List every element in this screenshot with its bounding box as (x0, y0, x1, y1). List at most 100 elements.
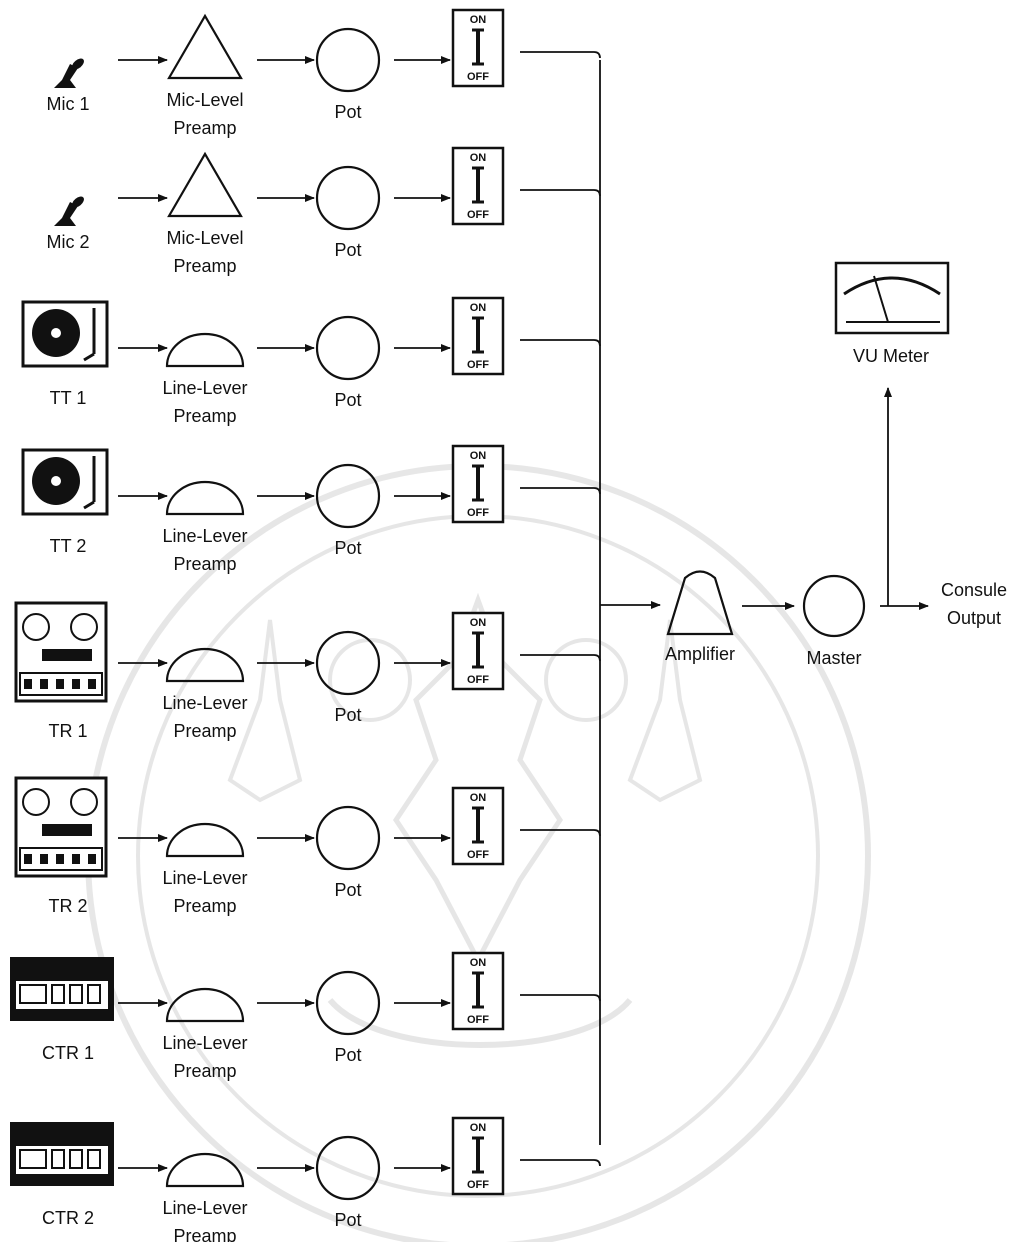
output-label-line-2: Output (947, 608, 1001, 628)
turntable-icon (21, 300, 109, 368)
source-label: TT 2 (50, 536, 87, 556)
master-pot: Master (802, 574, 866, 668)
mic-preamp-symbol (167, 151, 243, 218)
switch-on-label: ON (470, 14, 487, 26)
pot-symbol (315, 165, 381, 231)
vu-meter: VU Meter (834, 261, 950, 366)
amplifier-symbol (666, 570, 734, 636)
preamp-label-line-2: Preamp (173, 118, 236, 138)
source-label: CTR 2 (42, 1208, 94, 1228)
turntable-icon (21, 448, 109, 516)
summing-bus (599, 60, 661, 1145)
on-off-switch: ON OFF (451, 8, 505, 88)
amplifier-label: Amplifier (665, 644, 735, 664)
switch-on-label: ON (470, 1122, 487, 1134)
pot-label: Pot (334, 102, 361, 122)
on-off-switch: ON OFF (451, 951, 505, 1031)
on-off-switch: ON OFF (451, 444, 505, 524)
cassette-recorder-icon (10, 957, 114, 1021)
preamp-label-line-1: Line-Lever (162, 868, 247, 888)
preamp-label-line-1: Mic-Level (166, 228, 243, 248)
pot-symbol (315, 463, 381, 529)
preamp-label-line-2: Preamp (173, 554, 236, 574)
switch-off-label: OFF (467, 1179, 489, 1191)
pot-label: Pot (334, 705, 361, 725)
switch-to-bus-line (520, 487, 601, 495)
switch-off-label: OFF (467, 71, 489, 83)
switch-off-label: OFF (467, 507, 489, 519)
switch-to-bus-line (520, 994, 601, 1002)
switch-to-bus-line (520, 1159, 601, 1167)
vu-meter-needle (873, 275, 889, 323)
preamp-label-line-2: Preamp (173, 1061, 236, 1081)
preamp-label-line-2: Preamp (173, 721, 236, 741)
switch-on-label: ON (470, 152, 487, 164)
switch-off-label: OFF (467, 359, 489, 371)
line-preamp-symbol (165, 822, 245, 858)
pot-symbol (315, 970, 381, 1036)
preamp-label-line-2: Preamp (173, 1226, 236, 1242)
pot-symbol (315, 630, 381, 696)
master-label: Master (806, 648, 861, 668)
pot-label: Pot (334, 240, 361, 260)
vu-meter-scale (843, 276, 941, 296)
switch-off-label: OFF (467, 209, 489, 221)
line-preamp-symbol (165, 1152, 245, 1188)
source-label: TT 1 (50, 388, 87, 408)
switch-off-label: OFF (467, 849, 489, 861)
master-pot-symbol (802, 574, 866, 638)
switch-on-label: ON (470, 792, 487, 804)
preamp-label-line-1: Line-Lever (162, 1198, 247, 1218)
source-label: Mic 1 (46, 94, 89, 114)
source-label: CTR 1 (42, 1043, 94, 1063)
on-off-switch: ON OFF (451, 146, 505, 226)
pot-symbol (315, 27, 381, 93)
on-off-switch: ON OFF (451, 786, 505, 866)
pot-symbol (315, 315, 381, 381)
pot-label: Pot (334, 390, 361, 410)
preamp-label-line-1: Line-Lever (162, 378, 247, 398)
tape-recorder-icon (14, 601, 108, 703)
vu-meter-label: VU Meter (853, 346, 929, 366)
pot-label: Pot (334, 880, 361, 900)
pot-symbol (315, 1135, 381, 1201)
console-output: Consule Output (941, 580, 1007, 628)
pot-symbol (315, 805, 381, 871)
line-preamp-symbol (165, 332, 245, 368)
cassette-recorder-icon (10, 1122, 114, 1186)
preamp-label-line-1: Line-Lever (162, 693, 247, 713)
switch-to-bus-line (520, 51, 601, 59)
amplifier: Amplifier (665, 570, 735, 664)
switch-off-label: OFF (467, 674, 489, 686)
preamp-label-line-1: Line-Lever (162, 526, 247, 546)
source-label: TR 1 (48, 721, 87, 741)
switch-on-label: ON (470, 617, 487, 629)
preamp-label-line-2: Preamp (173, 406, 236, 426)
switch-off-label: OFF (467, 1014, 489, 1026)
source-label: TR 2 (48, 896, 87, 916)
switch-on-label: ON (470, 450, 487, 462)
pot-label: Pot (334, 538, 361, 558)
source-label: Mic 2 (46, 232, 89, 252)
pot-label: Pot (334, 1045, 361, 1065)
line-preamp-symbol (165, 647, 245, 683)
mic-preamp-symbol (167, 13, 243, 80)
switch-on-label: ON (470, 957, 487, 969)
pot-label: Pot (334, 1210, 361, 1230)
tape-recorder-icon (14, 776, 108, 878)
switch-on-label: ON (470, 302, 487, 314)
line-preamp-symbol (165, 987, 245, 1023)
switch-to-bus-line (520, 654, 601, 662)
microphone-icon (54, 58, 84, 88)
